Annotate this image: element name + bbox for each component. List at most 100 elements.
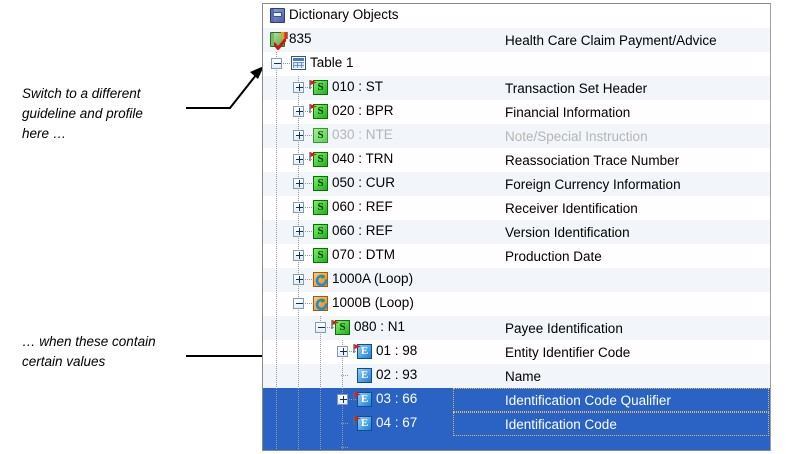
dictionary-objects-tree-panel[interactable]: Dictionary Objects 835 Health Care Claim P… [262,3,771,451]
tree-label-cell[interactable]: Table 1 [263,52,503,76]
loop-icon [313,272,328,287]
tree-connector-stub [305,207,313,208]
tree-row[interactable]: Table 1 [263,52,770,76]
tree-expander-minus[interactable] [315,322,326,333]
tree-connector-stub [341,423,349,424]
tree-connector-stub [341,447,349,448]
tree-description-cell: Transaction Set Header [505,80,648,96]
tree-guide-line [342,412,343,436]
tree-guide-line [276,244,277,268]
tree-guide-line [342,364,343,388]
tree-row-container[interactable]: Dictionary Objects 835 Health Care Claim P… [263,4,770,450]
tree-guide-line [276,412,277,436]
tree-expander-plus[interactable] [293,274,304,285]
loop-arrow-icon [315,298,328,311]
tree-guide-line [276,364,277,388]
tree-expander-minus[interactable] [293,298,304,309]
tree-row[interactable]: 1000B (Loop) [263,292,770,316]
tree-connector-stub [341,375,349,376]
tree-guide-line [276,124,277,148]
required-flag-icon [353,416,361,425]
element-icon: E [353,392,372,407]
tree-guide-line [298,364,299,388]
tree-label-cell[interactable] [263,436,503,450]
tree-expander-plus[interactable] [293,154,304,165]
tree-description-cell: Version Identification [505,224,630,240]
tree-expander-plus[interactable] [293,130,304,141]
tree-expander-plus[interactable] [293,202,304,213]
tree-connector-stub [305,279,313,280]
tree-description-cell: Receiver Identification [505,200,638,216]
leader-line-top [186,66,264,109]
tree-expander-plus[interactable] [293,106,304,117]
required-flag-icon [309,104,317,113]
tree-label-cell[interactable]: 1000B (Loop) [263,292,503,316]
tree-row[interactable]: 1000A (Loop) [263,268,770,292]
bookmark-tag-icon [281,32,288,39]
tree-expander-plus[interactable] [337,394,348,405]
element-icon: E [357,368,372,383]
tree-row[interactable] [263,436,770,450]
tree-guide-line [276,268,277,292]
annotation-bottom-text: … when these contain certain values [22,334,156,369]
tree-description-cell: Identification Code Qualifier [505,392,671,408]
tree-guide-line [298,436,299,450]
segment-icon: S [331,320,350,335]
tree-expander-plus[interactable] [293,226,304,237]
table-icon [291,56,306,70]
required-flag-icon [331,320,339,329]
tree-guide-line [320,388,321,412]
tree-connector-stub [327,327,335,328]
element-icon: E [353,416,372,431]
tree-expander-plus[interactable] [293,250,304,261]
tree-expander-plus[interactable] [293,178,304,189]
tree-connector-stub [349,399,357,400]
tree-guide-line [320,436,321,450]
segment-icon: S [309,152,328,167]
tree-row[interactable]: 835 Health Care Claim Payment/Advice [263,28,770,52]
tree-guide-line [276,340,277,364]
tree-guide-line [298,388,299,412]
tree-expander-plus[interactable] [293,82,304,93]
tree-label-cell[interactable]: Dictionary Objects [263,4,503,28]
required-flag-icon [353,344,361,353]
tree-guide-line [320,340,321,364]
tree-connector-stub [305,111,313,112]
tree-expander-minus[interactable] [271,58,282,69]
tree-description-cell: Entity Identifier Code [505,344,631,360]
tree-row[interactable]: Dictionary Objects [263,4,770,28]
tree-label-cell[interactable]: 835 [263,28,503,52]
tree-node-label: 1000A (Loop) [332,271,414,286]
approved-check-icon [274,39,286,50]
tree-description-cell: Health Care Claim Payment/Advice [505,32,717,48]
tree-label-cell[interactable]: 1000A (Loop) [263,268,503,292]
tree-expander-plus[interactable] [337,346,348,357]
tree-node-label: 835 [289,31,312,46]
